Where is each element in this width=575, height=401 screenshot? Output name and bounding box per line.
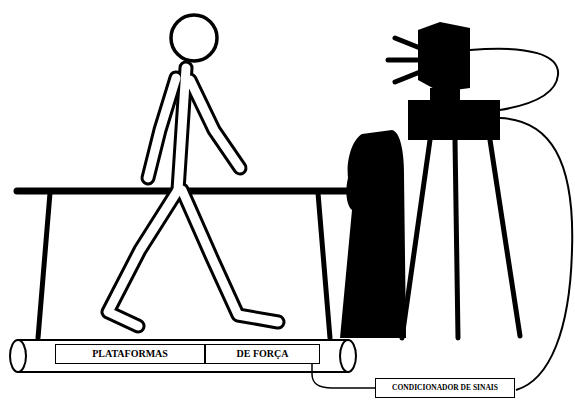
- node-label: CONDICIONADOR DE SINAIS: [392, 384, 498, 392]
- camera-rig: [388, 22, 572, 390]
- camera-silhouette: [340, 130, 406, 338]
- conditioner-box: CONDICIONADOR DE SINAIS: [375, 378, 515, 398]
- platform-box: PLATAFORMAS: [55, 344, 205, 364]
- node-label: PLATAFORMAS: [92, 349, 168, 359]
- platform-band: [10, 340, 356, 372]
- signal-wire: [312, 364, 375, 388]
- platform-box: DE FORÇA: [205, 344, 320, 364]
- parallel-bars: [17, 191, 352, 338]
- walking-person: [108, 15, 278, 326]
- node-label: DE FORÇA: [237, 349, 289, 359]
